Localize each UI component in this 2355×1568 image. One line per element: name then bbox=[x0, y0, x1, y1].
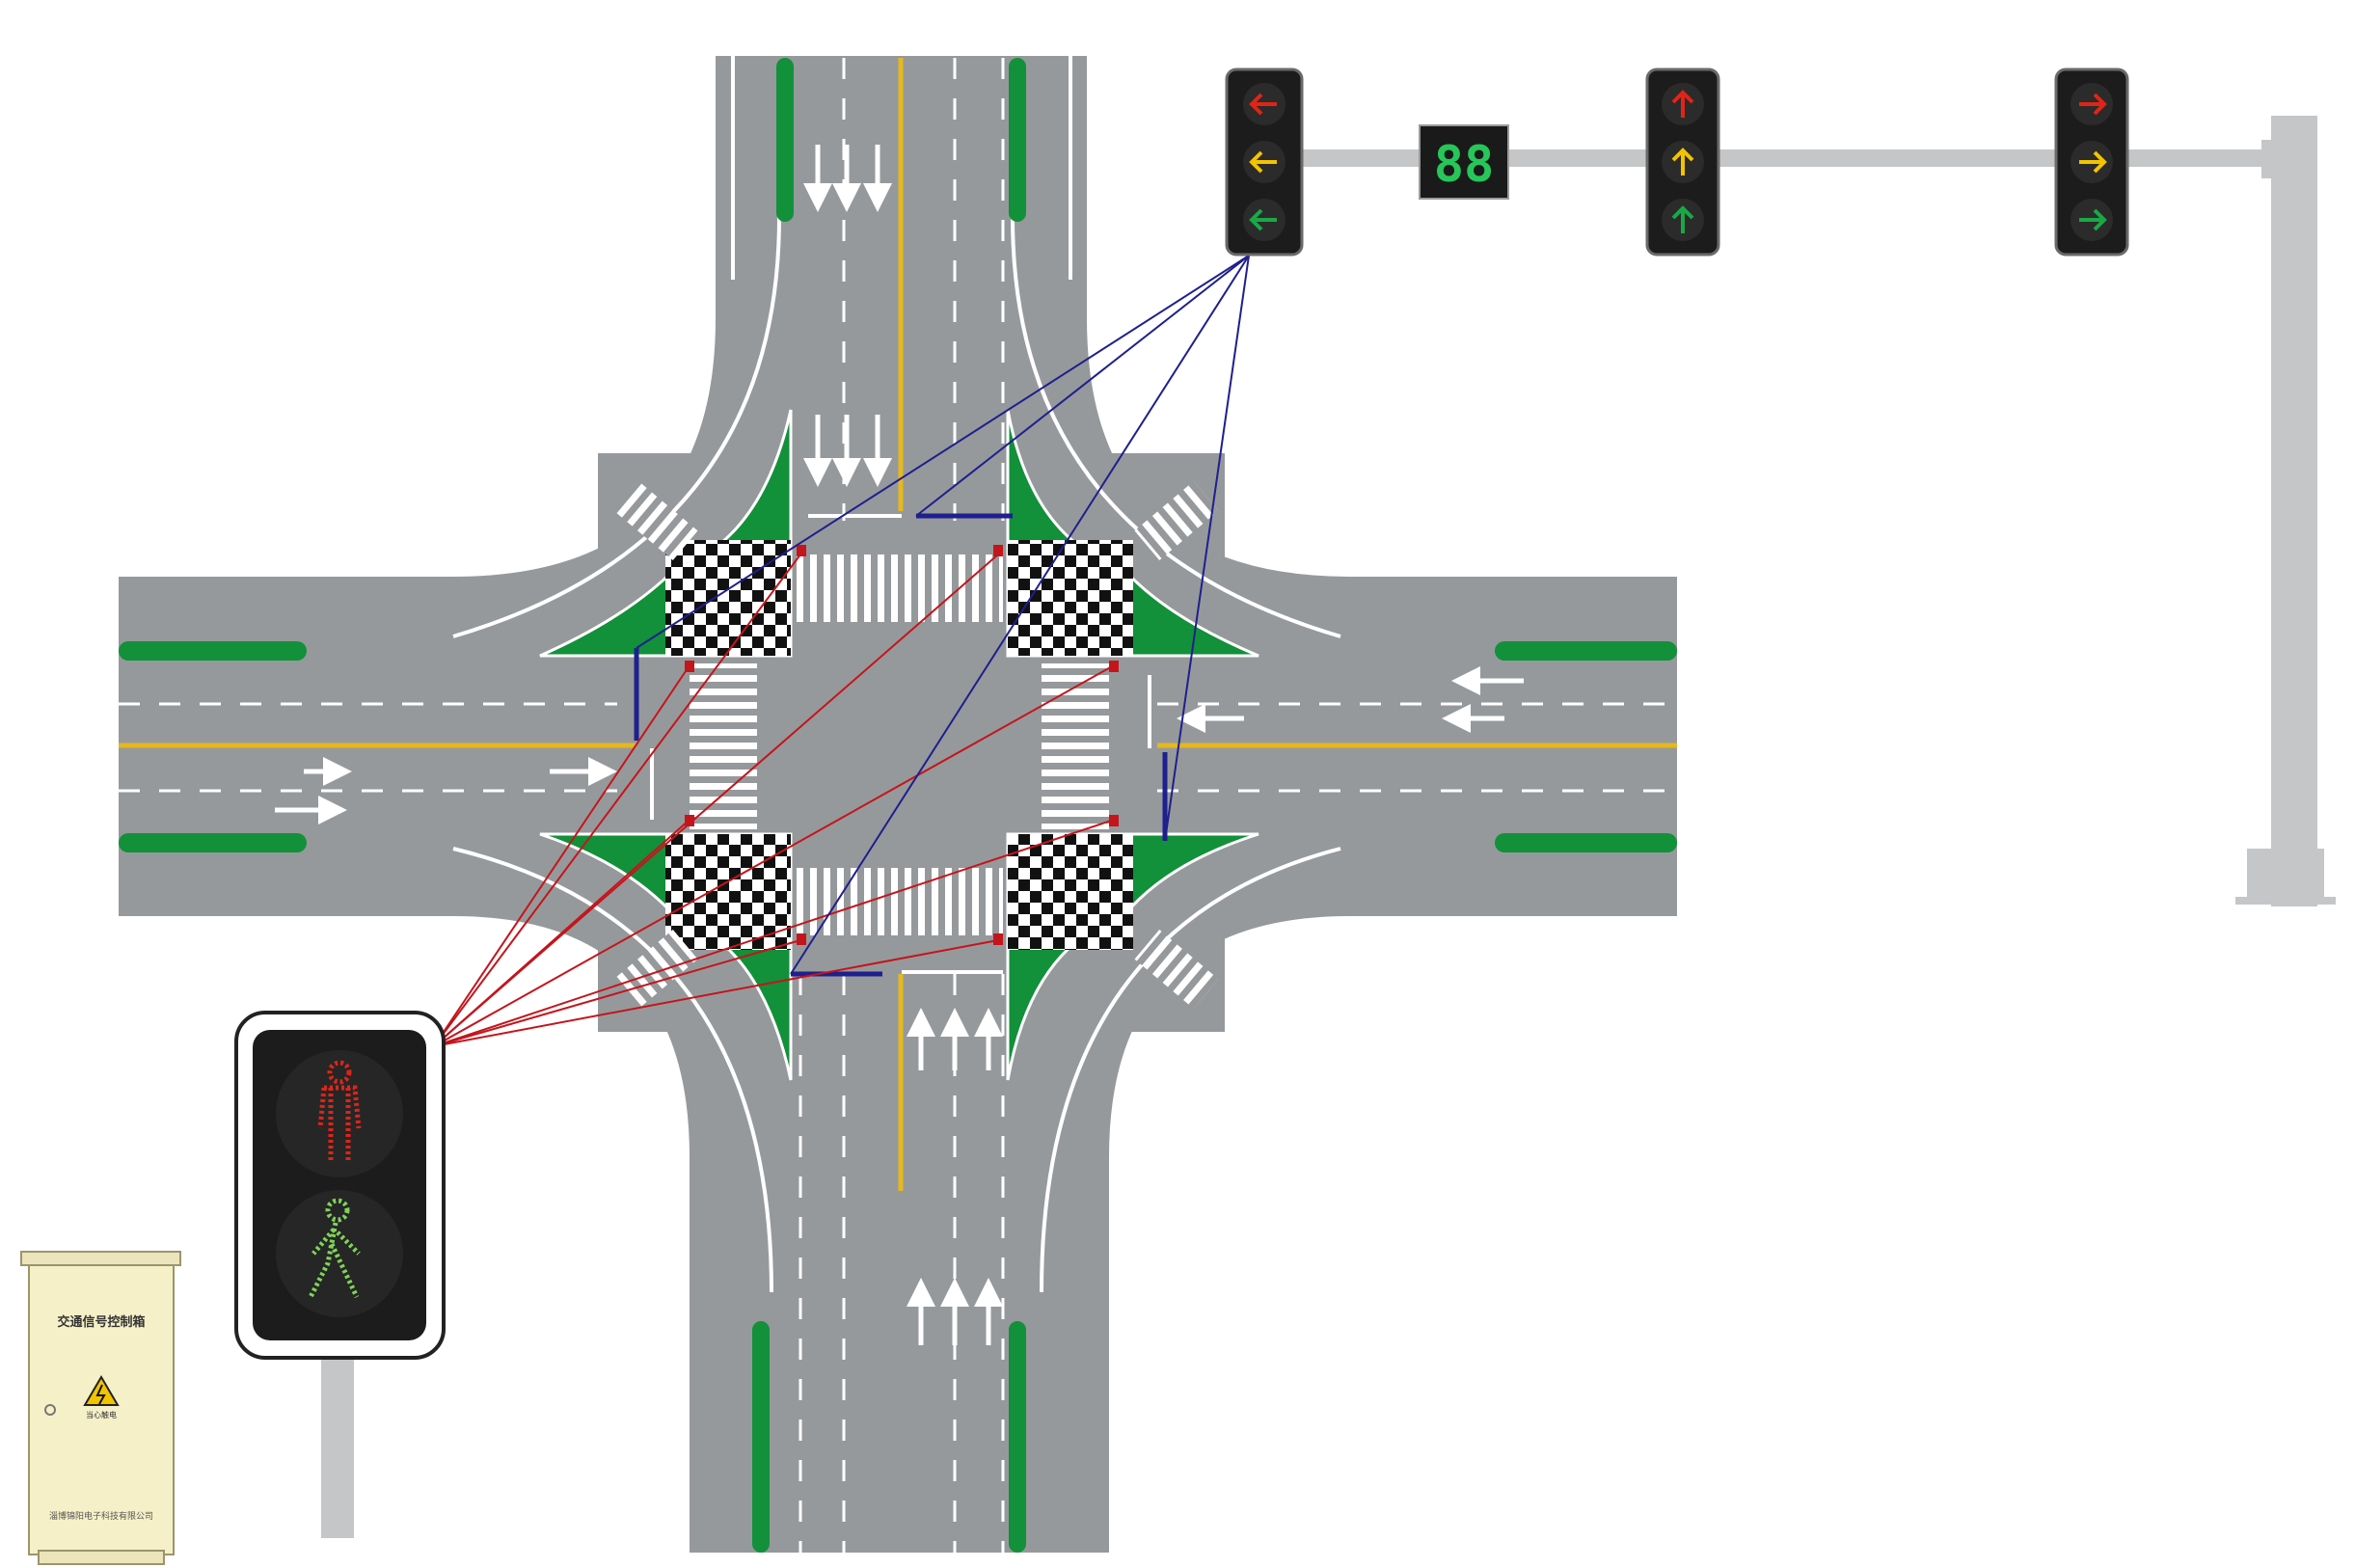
left-arrow-signal-head bbox=[1225, 68, 1304, 257]
median-strips bbox=[119, 58, 1677, 1553]
pedestrian-signal bbox=[234, 1011, 446, 1538]
crosswalk-north bbox=[797, 554, 1003, 622]
gantry-pole bbox=[1302, 116, 2336, 906]
control-cabinet bbox=[20, 1251, 181, 1565]
pedestrian-signal-pole bbox=[321, 1355, 354, 1538]
checker-areas bbox=[665, 540, 1133, 950]
countdown-display: 88 bbox=[1419, 124, 1509, 200]
countdown-digits: 88 bbox=[1434, 136, 1495, 194]
crosswalk-east bbox=[1042, 663, 1109, 829]
red-standing-figure-icon bbox=[317, 1060, 362, 1162]
crosswalks bbox=[613, 480, 1219, 1010]
stop-lines bbox=[650, 514, 1151, 974]
electric-warning-icon bbox=[83, 1375, 120, 1406]
crosswalk-west bbox=[690, 663, 757, 829]
cabinet-company: 淄博锦阳电子科技有限公司 bbox=[48, 1512, 153, 1522]
green-walking-figure-icon bbox=[308, 1198, 361, 1299]
straight-arrow-signal-head bbox=[1645, 68, 1720, 257]
crosswalk-south bbox=[797, 868, 1003, 935]
center-lines bbox=[119, 58, 1677, 1191]
signal-wires-red bbox=[433, 554, 1115, 1047]
vehicle-signal-brackets bbox=[634, 513, 1168, 977]
lane-arrows bbox=[275, 145, 1524, 1345]
cabinet-title: 交通信号控制箱 bbox=[57, 1315, 146, 1330]
signal-wires-blue bbox=[636, 255, 1250, 975]
cabinet-warning-label: 当心触电 bbox=[86, 1411, 117, 1419]
right-arrow-signal-head bbox=[2054, 68, 2129, 257]
